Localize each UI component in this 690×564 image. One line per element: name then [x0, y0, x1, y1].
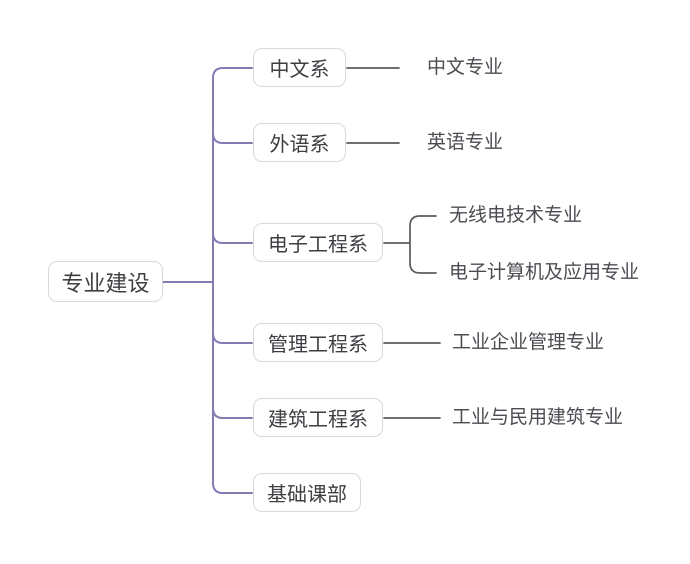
- node-architecture-engineering-dept[interactable]: 建筑工程系: [253, 398, 383, 437]
- branch-arc-foreign: [212, 132, 253, 144]
- trunk-path: [212, 67, 253, 494]
- leaf-radio-technology-major[interactable]: 无线电技术专业: [449, 205, 583, 227]
- leaf-chinese-major[interactable]: 中文专业: [427, 57, 504, 79]
- branch-arc-architecture: [212, 407, 253, 419]
- leaf-english-major[interactable]: 英语专业: [427, 132, 504, 154]
- node-chinese-dept[interactable]: 中文系: [253, 48, 346, 87]
- node-electronic-engineering-dept[interactable]: 电子工程系: [253, 223, 383, 262]
- node-basic-course-dept[interactable]: 基础课部: [253, 473, 361, 512]
- branch-arc-electronic: [212, 232, 253, 244]
- leaf-fork-electronic: [409, 215, 437, 274]
- node-foreign-language-dept[interactable]: 外语系: [253, 123, 346, 162]
- leaf-industrial-civil-architecture-major[interactable]: 工业与民用建筑专业: [452, 407, 624, 429]
- node-management-engineering-dept[interactable]: 管理工程系: [253, 323, 383, 362]
- branch-arc-management: [212, 332, 253, 344]
- leaf-computer-application-major[interactable]: 电子计算机及应用专业: [449, 262, 640, 284]
- leaf-industrial-enterprise-management-major[interactable]: 工业企业管理专业: [452, 332, 605, 354]
- node-root[interactable]: 专业建设: [48, 261, 163, 302]
